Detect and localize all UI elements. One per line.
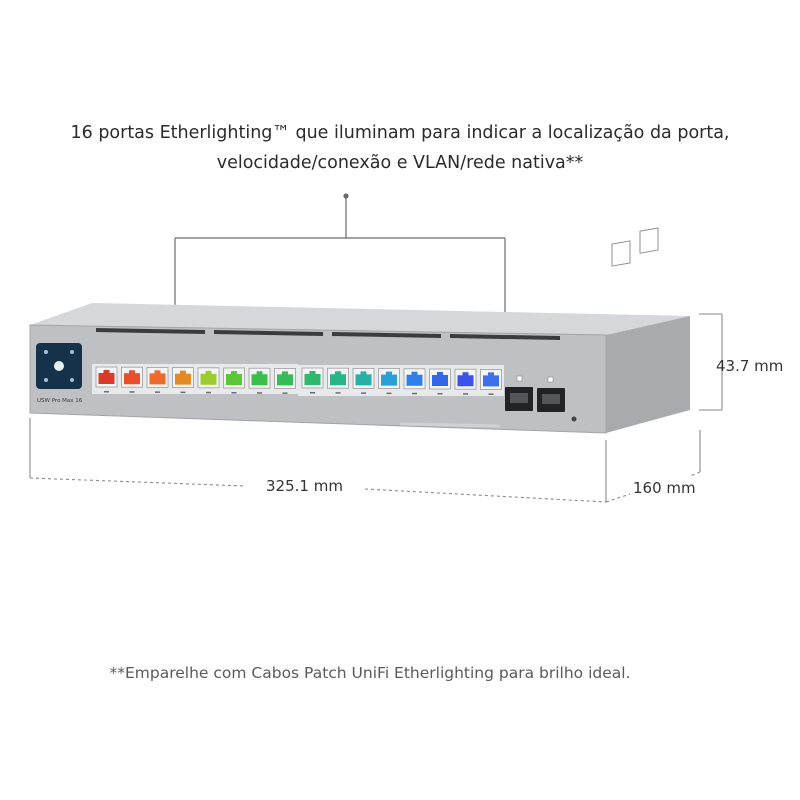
headline: 16 portas Etherlighting™ que iluminam pa…	[0, 118, 800, 178]
ethernet-port[interactable]	[352, 367, 375, 394]
depth-dimension: 160 mm	[633, 479, 696, 497]
ethernet-port[interactable]	[146, 366, 169, 393]
ethernet-port[interactable]	[429, 368, 451, 395]
switch-side	[606, 316, 690, 433]
switch-top	[30, 303, 690, 335]
width-dimension: 325.1 mm	[266, 477, 343, 495]
port-array	[95, 366, 502, 395]
reset-button[interactable]	[571, 416, 577, 422]
ethernet-port[interactable]	[403, 368, 426, 395]
ethernet-port[interactable]	[95, 366, 118, 393]
ethernet-port[interactable]	[223, 367, 245, 394]
ethernet-port[interactable]	[172, 367, 194, 394]
ethernet-port[interactable]	[301, 367, 324, 394]
ethernet-port[interactable]	[454, 368, 477, 395]
ethernet-port[interactable]	[327, 367, 349, 394]
footnote: **Emparelhe com Cabos Patch UniFi Etherl…	[109, 664, 631, 682]
ethernet-port[interactable]	[248, 367, 271, 394]
ethernet-port[interactable]	[121, 366, 143, 393]
network-switch: USW Pro Max 16	[29, 227, 690, 434]
ethernet-port[interactable]	[274, 367, 296, 394]
sfp-ports	[505, 375, 565, 412]
vent-slots	[96, 328, 560, 340]
headline-line-2: velocidade/conexão e VLAN/rede nativa**	[216, 153, 584, 173]
ethernet-port[interactable]	[378, 368, 400, 395]
ethernet-port[interactable]	[197, 367, 220, 394]
dimension-lines	[29, 313, 723, 503]
ethernet-port[interactable]	[480, 368, 502, 395]
model-label: USW Pro Max 16	[37, 398, 83, 404]
height-dimension: 43.7 mm	[716, 357, 784, 375]
headline-line-1: 16 portas Etherlighting™ que iluminam pa…	[70, 123, 730, 143]
